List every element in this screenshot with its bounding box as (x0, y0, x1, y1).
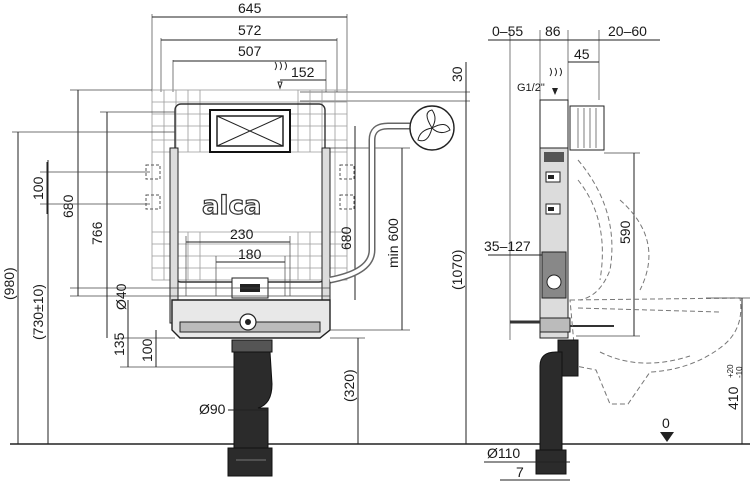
dim-height-135: 135 (111, 332, 127, 356)
water-inlet-icon (274, 61, 287, 71)
front-view: 645 572 507 152 30 (1, 0, 470, 477)
label-inlet-thread: G1/2" (517, 82, 545, 94)
dim-height-410-tol-plus: +20 (726, 364, 735, 378)
dim-height-680-right: 680 (338, 226, 354, 250)
side-drain-pipe (535, 339, 579, 475)
dim-height-766: 766 (89, 221, 105, 245)
drain-pipe (227, 339, 273, 477)
dim-diameter-90: Ø90 (199, 401, 226, 417)
dim-min-600: min 600 (385, 218, 401, 268)
dim-height-1070: (1070) (449, 250, 465, 290)
dim-diameter-110: Ø110 (487, 445, 520, 461)
dim-width-overall: 645 (238, 0, 262, 16)
dim-depth-86: 86 (545, 23, 561, 39)
dim-range-35-127: 35–127 (484, 238, 531, 254)
dim-depth-20-60: 20–60 (608, 23, 647, 39)
dim-offset-7: 7 (516, 464, 524, 480)
dim-height-680-left: 680 (60, 194, 76, 218)
dim-top-offset: 30 (449, 66, 465, 82)
water-inlet-side-icon (549, 67, 562, 77)
dim-depth-45: 45 (574, 46, 590, 62)
floor-level-label: 0 (662, 415, 670, 431)
frame-right-rail (321, 147, 331, 324)
dim-height-590: 590 (617, 220, 633, 244)
dim-diameter-40: Ø40 (113, 283, 129, 310)
frame-left-rail (169, 147, 179, 324)
dim-width-230: 230 (230, 226, 254, 242)
wall-bracket (569, 105, 605, 151)
dim-height-980: (980) (1, 267, 17, 300)
dim-height-410: 410 (725, 386, 741, 410)
side-view: 0–55 86 20–60 45 G1/2" 35–127 5 (484, 23, 750, 481)
dim-inlet-offset: 152 (291, 64, 315, 80)
toilet-bowl-outline (569, 297, 742, 405)
dim-height-320: (320) (341, 369, 357, 402)
dim-width-frame: 572 (238, 22, 262, 38)
dim-width-plate: 507 (238, 43, 262, 59)
dim-height-730: (730±10) (30, 284, 46, 340)
dim-height-100-bottom: 100 (139, 338, 155, 362)
dim-height-410-tol-minus: -10 (735, 366, 744, 378)
floor-level-icon (660, 432, 674, 442)
dim-height-100-left: 100 (30, 176, 46, 200)
dim-width-180: 180 (238, 246, 262, 262)
brand-logo: alca (202, 191, 261, 221)
dim-wall-gap: 0–55 (492, 23, 523, 39)
